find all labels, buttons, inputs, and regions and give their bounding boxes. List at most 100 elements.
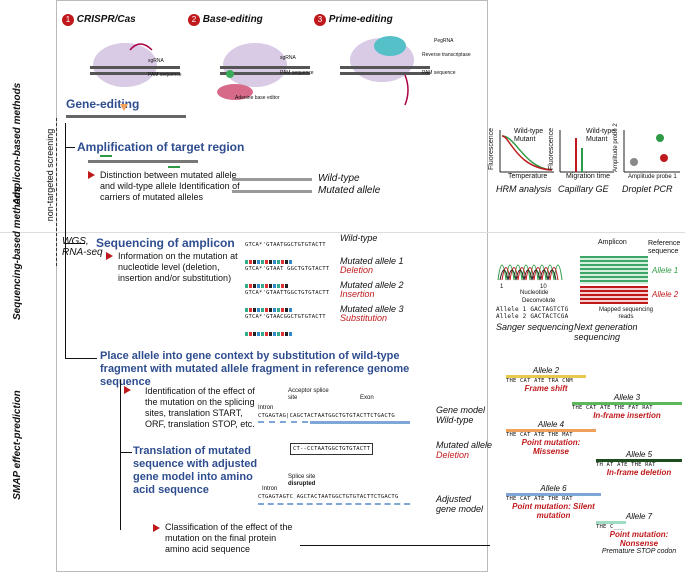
sanger-chart [497, 264, 563, 281]
translation-title: Translation of mutated sequence with adj… [133, 445, 258, 496]
intron-label: Intron [258, 405, 274, 411]
place-allele-title: Place allele into gene context by substi… [100, 350, 410, 388]
sanger-nuc: Nucleotide [520, 290, 549, 296]
effect-allele3: Allele 3 THE CAT ATE THE FAT RAT In-fram… [572, 393, 682, 420]
num-badge-2: 2 [188, 14, 200, 26]
acceptor-label: Acceptor splice site [288, 388, 329, 401]
cge-chart [559, 130, 614, 173]
pe-pam: PAM sequence [422, 70, 456, 76]
gm-seq-wt: CTGAGTAG|CAGCTACTAATGGCTGTGTACTTCTGACTG [258, 413, 395, 419]
wt-bar [232, 178, 312, 181]
adj-bar [258, 503, 410, 505]
cas-sgrna: sgRNA [148, 58, 164, 64]
be-abe: Adenine base editor [235, 95, 280, 101]
effect-bar [506, 493, 601, 496]
ngs-reads-top [580, 256, 648, 284]
pe-pegrna: PegRNA [434, 38, 454, 44]
ngs-reference: Reference sequence [648, 240, 681, 255]
effect-bar [596, 459, 682, 462]
gm-seq-mut: CT--CCTAATGGCTGTGTACTT [290, 443, 374, 455]
effect-bar [596, 521, 626, 524]
connector-h1 [65, 147, 75, 148]
ngs-reads-bottom [580, 286, 648, 304]
wgs-label: WGS,RNA-seq [62, 236, 103, 258]
connector-v2 [120, 380, 121, 530]
effect-allele6: Allele 6 THE CAT ATE THE RAT Point mutat… [506, 484, 601, 520]
primer-rev-icon [168, 166, 180, 168]
main-frame [56, 0, 488, 572]
identification-text: Identification of the effect of the muta… [145, 386, 255, 429]
effect-allele7: Allele 7 THE C___ Point mutation: Nonsen… [596, 512, 677, 555]
approach-2: 2 Base-editing [188, 14, 263, 26]
adj-label: Adjusted gene model [436, 494, 484, 514]
effect-allele4: Allele 4 THE CAT ATE THE MAT Point mutat… [506, 420, 596, 456]
gene-editing-title: Gene-editing [66, 97, 140, 111]
allele-row-3: GTCA*'GTAACGGCTGTGTACTT Mutated allele 3… [245, 304, 415, 336]
sanger-deconv: Deconvolute [522, 298, 556, 304]
target-marker-icon [120, 104, 128, 111]
arrow-to-effects [300, 545, 490, 546]
chromatogram [245, 251, 415, 269]
dpcr-ylabel: Amplitude probe 2 [613, 123, 619, 172]
gm-bar-intron [258, 421, 308, 423]
amplification-title: Amplification of target region [77, 140, 245, 154]
wt-label: Wild-type [318, 173, 360, 184]
effect-bar [506, 429, 596, 432]
dpcr-chart [623, 130, 680, 173]
be-pam: PAM sequence [280, 70, 314, 76]
cge-caption: Capillary GE [558, 184, 609, 194]
allele-seq-block: GTCA*'GTAATGGCTGTGTACTT Wild-type GTCA*'… [245, 233, 415, 336]
ngs-allele2: Allele 2 [652, 290, 679, 299]
effect-allele2: Allele 2 THE CAT ATE TRA CNM Frame shift [506, 366, 586, 393]
num-badge-3: 3 [314, 14, 326, 26]
gene-bar [66, 115, 186, 118]
amp-bar [88, 160, 198, 163]
ngs-caption: Next generation sequencing [574, 322, 638, 342]
approach-1: 1 CRISPR/Cas [62, 14, 136, 26]
sanger-caption: Sanger sequencing [496, 322, 574, 332]
connector-h2 [65, 243, 85, 244]
seq-info-text: Information on the mutation at nucleotid… [118, 251, 238, 283]
ngs-allele1: Allele 1 [652, 266, 679, 275]
primer-fwd-icon [100, 155, 112, 157]
pe-rt: Reverse transcriptase [422, 52, 471, 58]
exon-label: Exon [360, 395, 374, 401]
dpcr-xlabel: Amplitude probe 1 [628, 174, 677, 180]
screening-text: non-targeted screening [45, 128, 55, 222]
allele-row-2: GTCA*'GTAATTGGCTGTGTACTT Mutated allele … [245, 280, 415, 312]
effect-bar [572, 402, 682, 405]
hrm-chart [499, 130, 554, 173]
ngs-mapped: Mapped sequencing reads [598, 307, 654, 320]
connector-main [65, 123, 66, 358]
mut-bar [232, 190, 312, 193]
classification-text: Classification of the effect of the muta… [165, 522, 293, 554]
bullet-icon-4 [153, 524, 160, 532]
hrm-xlabel: Temperature [508, 173, 548, 180]
screening-line [56, 118, 57, 266]
gm-bar-exon [310, 421, 410, 424]
cas-illustration [90, 36, 430, 106]
section-sequencing: Sequencing-based methods [12, 186, 23, 320]
bullet-icon-2 [106, 252, 113, 260]
be-sgrna: sgRNA [280, 55, 296, 61]
allele-row-1: GTCA*'GTAAT GGCTGTGTACTT Mutated allele … [245, 256, 415, 288]
cas-pam: PAM sequence [148, 72, 182, 78]
mut-label: Mutated allele [318, 185, 381, 196]
connector-h3 [65, 358, 97, 359]
sequencing-title: Sequencing of amplicon [96, 236, 235, 250]
effect-bar [506, 375, 586, 378]
allele-name-wt: Wild-type [340, 233, 378, 243]
dpcr-caption: Droplet PCR [622, 184, 673, 194]
bullet-icon [88, 171, 95, 179]
hrm-ylabel: Fluorescence [488, 127, 495, 170]
ngs-amplicon: Amplicon [598, 239, 627, 246]
approach-3: 3 Prime-editing [314, 14, 393, 26]
cge-ylabel: Fluorescence [548, 127, 555, 170]
